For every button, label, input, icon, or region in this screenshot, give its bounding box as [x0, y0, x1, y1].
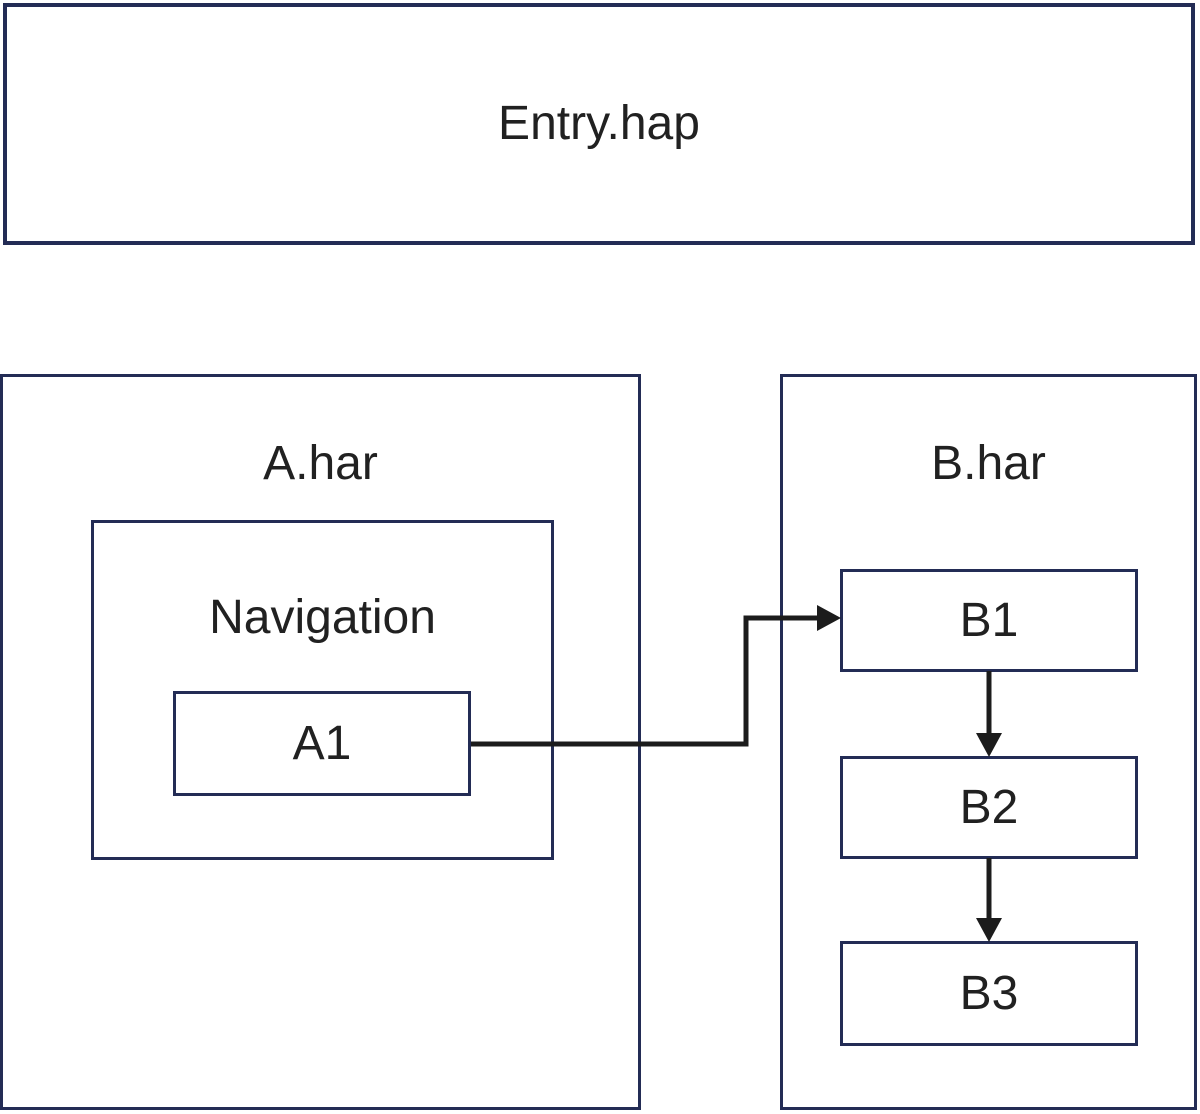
node-a-har-label: A.har	[263, 437, 378, 490]
node-b2: B2	[840, 756, 1138, 859]
node-a1-label: A1	[292, 716, 352, 770]
node-entry-hap-label: Entry.hap	[498, 97, 700, 150]
node-navigation-label: Navigation	[209, 591, 436, 644]
node-b3: B3	[840, 941, 1138, 1046]
node-a1: A1	[173, 691, 471, 796]
node-b1-label: B1	[959, 593, 1019, 647]
node-b2-label: B2	[959, 780, 1019, 834]
node-b1: B1	[840, 569, 1138, 672]
node-entry-hap: Entry.hap	[3, 3, 1195, 245]
node-b-har-label: B.har	[931, 437, 1046, 490]
node-navigation: Navigation	[91, 520, 554, 860]
node-b3-label: B3	[959, 966, 1019, 1020]
